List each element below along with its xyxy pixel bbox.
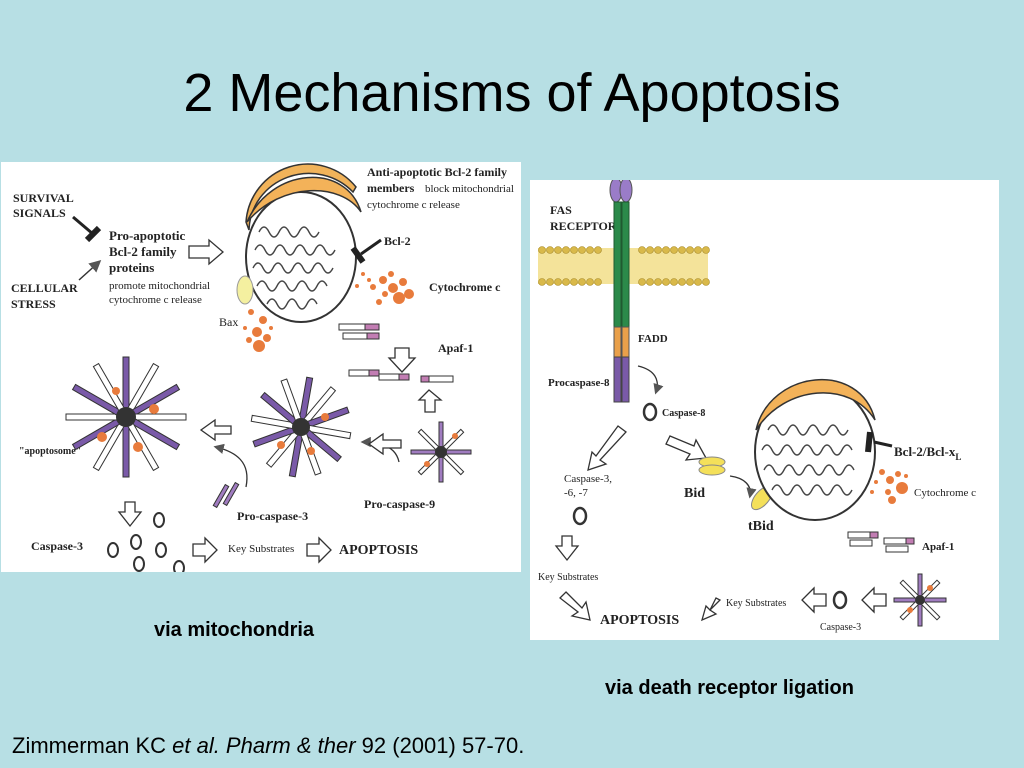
hollow-arrow-substrates [192,536,218,564]
key-substrates-label: Key Substrates [228,543,294,555]
caspase-8-ring [642,402,658,422]
hollow-arrow-down [117,501,143,528]
citation: Zimmerman KC et al. Pharm & ther 92 (200… [12,733,524,759]
hollow-arrow-to-apoptosis [559,591,591,621]
caspase-3-label-right: Caspase-3 [820,622,861,633]
anti-apoptotic-note-2: cytochrome c release [367,199,460,211]
hollow-arrow-apaf [387,347,417,373]
hollow-arrow-r1 [861,586,887,614]
caspase-3-label: Caspase-3 [31,539,83,553]
survival-signals-label: SURVIVAL [13,191,74,205]
hollow-arrow-pro [188,238,224,266]
hollow-arrow-down-right [554,535,580,562]
slide-title: 2 Mechanisms of Apoptosis [183,63,841,123]
cytochrome-c-label: Cytochrome c [429,280,501,294]
citation-author: Zimmerman KC [12,733,173,758]
bcl2-bclxl-label: Bcl-2/Bcl-xL [894,444,961,462]
citation-etal: et al. Pharm & ther [172,733,356,758]
hollow-arrow-bid [665,435,708,461]
apoptosis-label-right: APOPTOSIS [600,613,679,628]
hollow-arrow-caspase-367 [587,425,627,471]
apaf1-monomers-right [847,531,915,553]
apoptosome-label: "apoptosome" [19,446,81,457]
apaf1-label-right: Apaf-1 [922,541,954,553]
hollow-arrow-curve [417,389,443,413]
bid-protein [698,456,726,476]
caption-death-receptor: via death receptor ligation [605,677,854,699]
pro-apoptotic-note: promote mitochondrial [109,280,210,292]
death-receptor-pathway-diagram: FAS RECEPTOR FADD Procaspase-8 Caspase-8… [530,177,999,640]
apoptosome-small [410,421,472,483]
apoptosome-large [65,356,187,478]
hollow-arrow-apoptosis [306,536,332,564]
mitochondrion-right [754,378,876,521]
caspase-8-arrow [637,365,664,395]
survival-signals-label-2: SIGNALS [13,206,66,220]
caspase-8-label: Caspase-8 [662,408,705,419]
citation-ref: 92 (2001) 57-70. [355,733,525,758]
bax-label: Bax [219,315,238,329]
key-substrates-label-left: Key Substrates [538,572,598,583]
caption-mitochondria: via mitochondria [154,619,315,641]
cytochrome-c-dots-bax [243,309,273,352]
pro-caspase-3-label: Pro-caspase-3 [237,509,308,523]
bid-label: Bid [684,486,705,501]
anti-apoptotic-label: Anti-apoptotic Bcl-2 family [367,165,507,179]
mitochondria-pathway-diagram: SURVIVAL SIGNALS CELLULAR STRESS Pro-apo… [1,162,521,576]
caspase-367-ring [572,506,588,526]
survival-inhibit-bar [84,225,102,243]
fas-receptor [609,177,633,403]
hollow-arrow-r2 [801,586,827,614]
bcl2-label: Bcl-2 [384,234,411,248]
survival-inhibit-line [72,215,94,236]
procaspase-8-label: Procaspase-8 [548,377,610,389]
key-substrates-label-bottom: Key Substrates [726,598,786,609]
bcl2-inhibit-bar-right [865,431,873,453]
pro-caspase-9-label: Pro-caspase-9 [364,497,435,511]
stress-arrow [78,259,102,281]
caspase-367-label-2: -6, -7 [564,487,588,499]
apaf1-label: Apaf-1 [438,341,473,355]
fas-receptor-label-2: RECEPTOR [550,219,617,233]
cytochrome-c-dots [355,271,414,305]
pro-apoptotic-label: Pro-apoptotic [109,228,186,243]
caspase-367-label: Caspase-3, [564,473,612,485]
apoptosome-right [893,573,947,627]
apoptosome-middle [250,376,352,478]
hollow-arrow-left-2 [199,418,232,442]
pro-apoptotic-label-2: Bcl-2 family [109,244,177,259]
anti-apoptotic-label-2: members [367,181,415,195]
pro-apoptotic-label-3: proteins [109,260,154,275]
fadd-label: FADD [638,333,668,345]
apoptosis-label: APOPTOSIS [339,543,418,558]
cytochrome-c-label-right: Cytochrome c [914,487,976,499]
pro-apoptotic-note-2: cytochrome c release [109,294,202,306]
bcl2-inhibit-line-right [873,440,893,448]
tbid-label: tBid [748,519,774,534]
cytochrome-c-dots-right [870,469,908,504]
tbid-arrow [729,475,757,499]
apaf1-monomers [338,323,454,383]
hollow-arrow-r3 [700,597,722,622]
caspase-3-rings [107,512,185,576]
bax-protein [236,275,254,305]
caspase-3-ring-right [832,590,848,610]
hollow-arrow-left-1 [367,432,402,456]
bcl2-inhibit-bar [350,246,366,264]
cellular-stress-label: CELLULAR [11,281,78,295]
fas-receptor-label: FAS [550,203,572,217]
anti-apoptotic-note: block mitochondrial [425,183,514,195]
cellular-stress-label-2: STRESS [11,297,56,311]
pro-caspase-3-bars [212,481,240,509]
mitochondrion [245,163,362,323]
pro-caspase-3-curve [213,443,248,488]
bcl2-inhibit-line [360,238,382,256]
